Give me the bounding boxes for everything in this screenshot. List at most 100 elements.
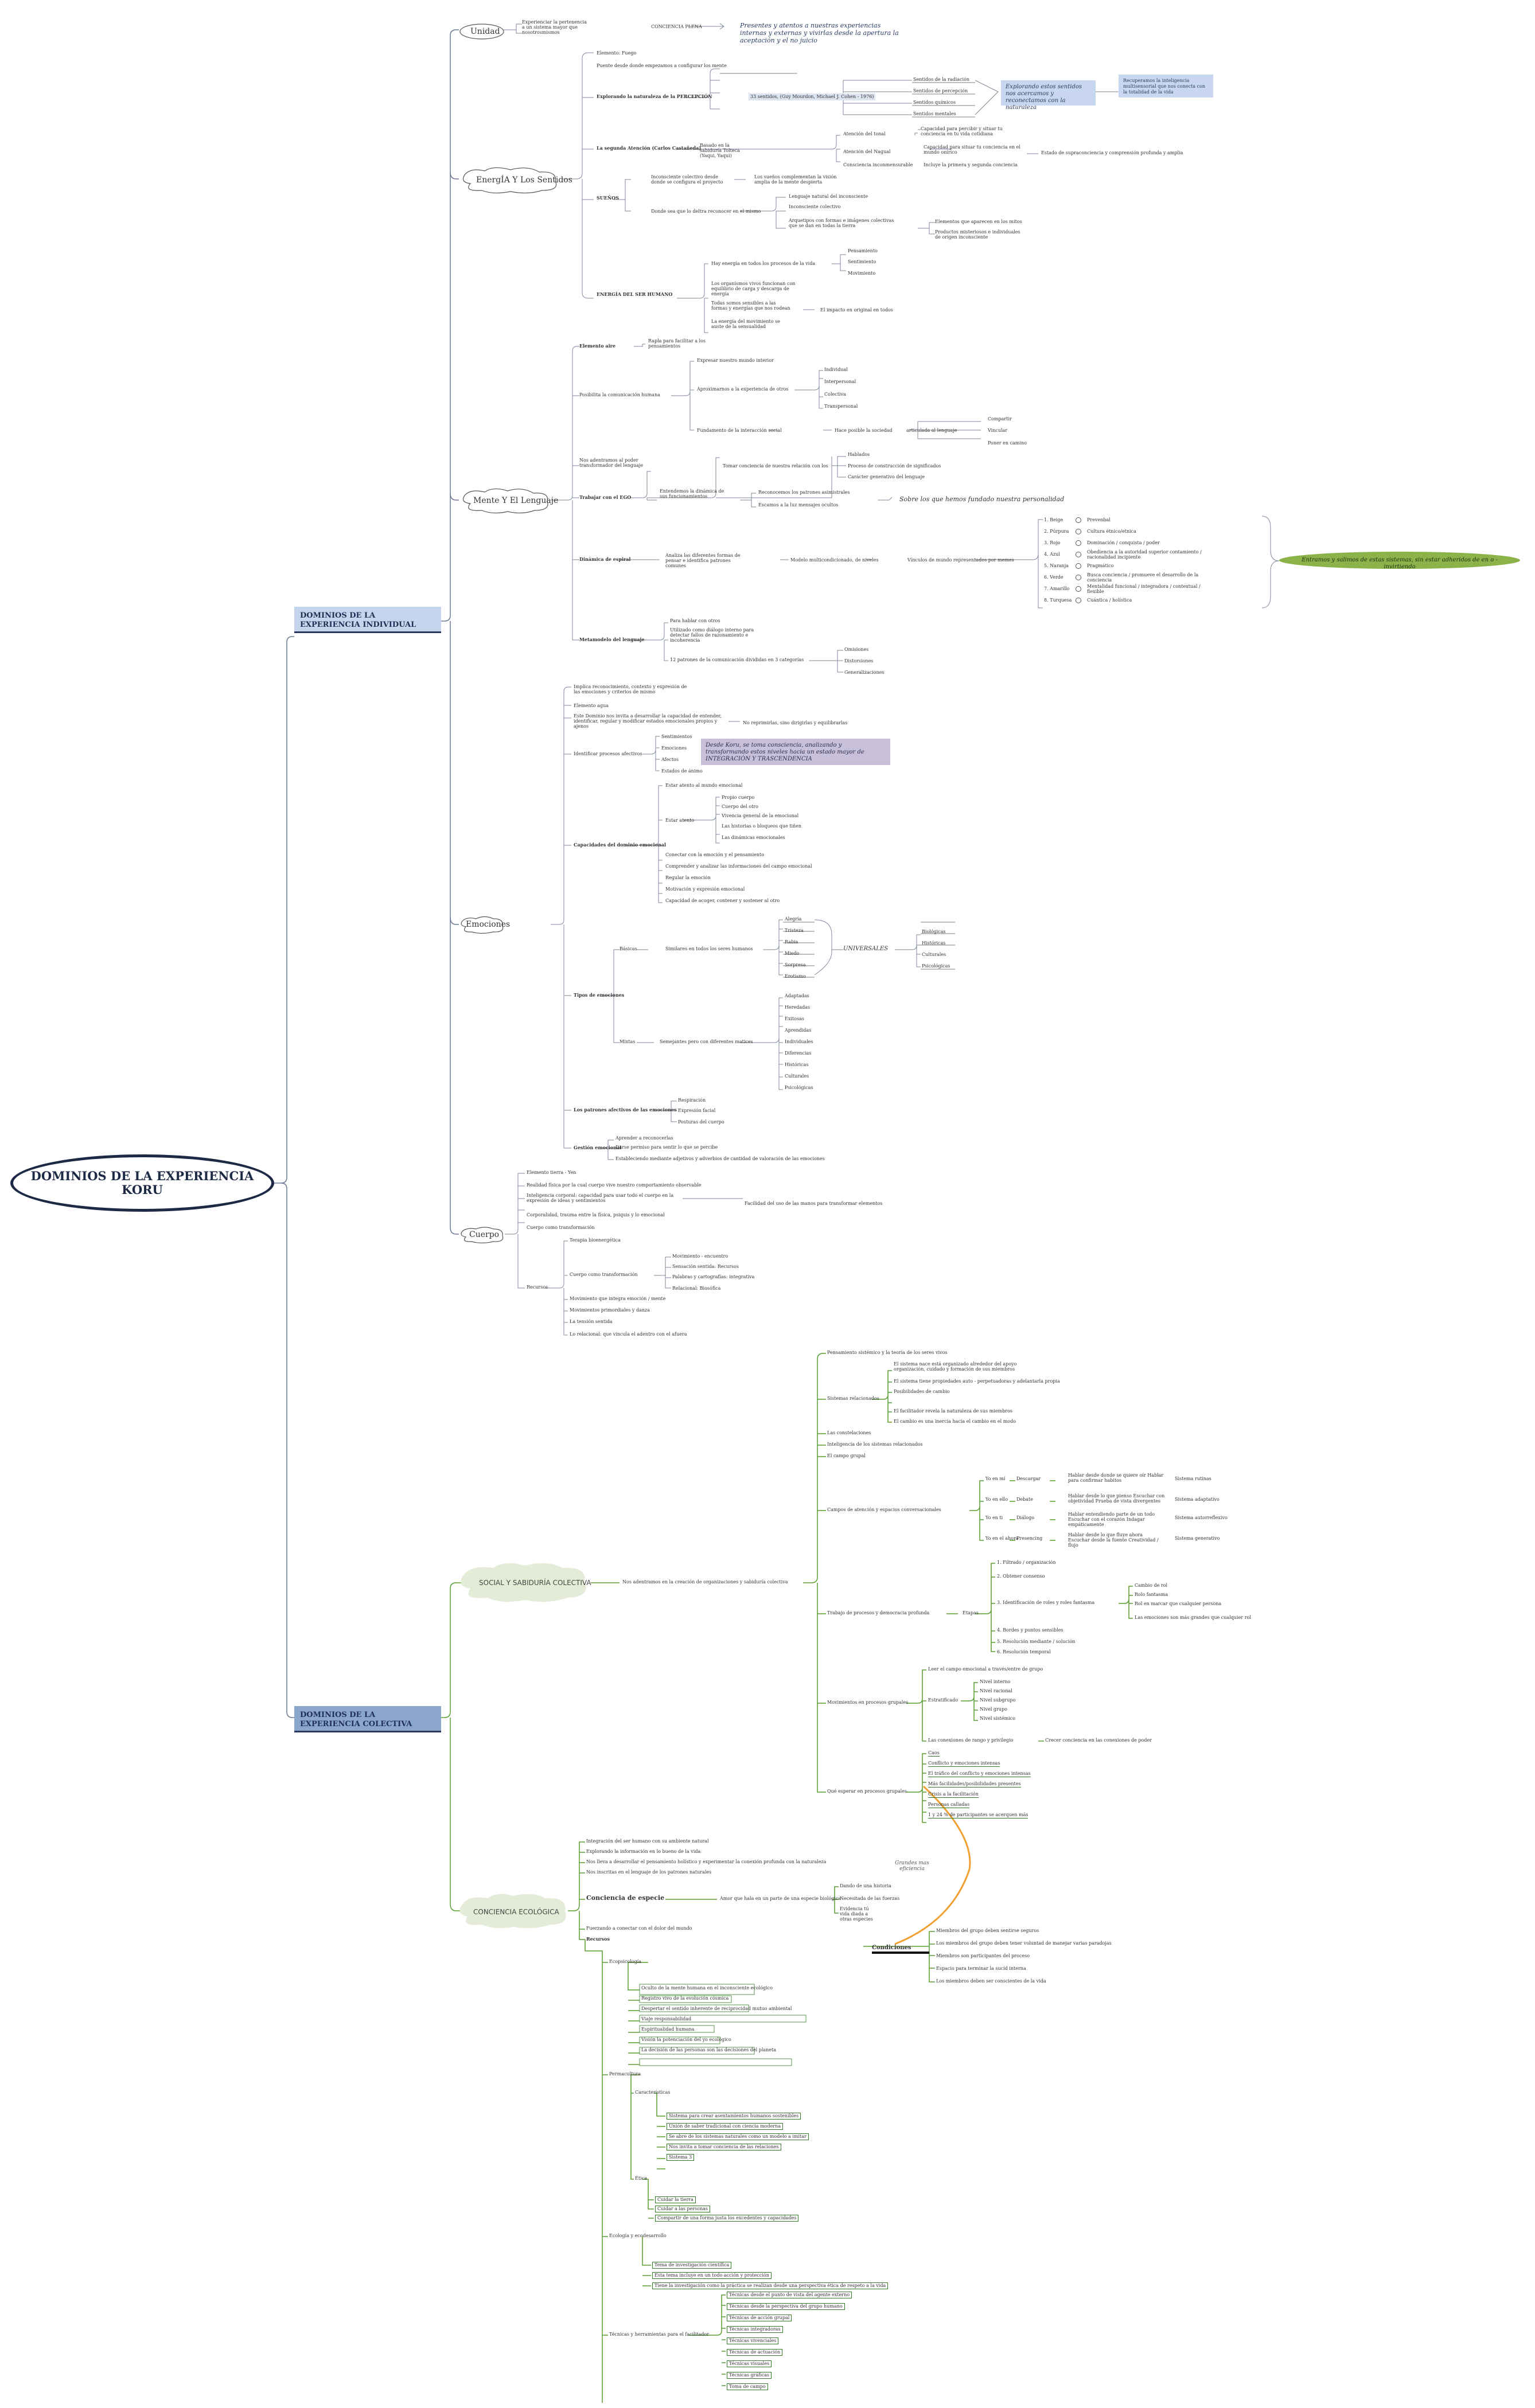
- mente-meta3b[interactable]: Distorsiones: [844, 658, 874, 664]
- emo-proc4[interactable]: Estados de ánimo: [661, 768, 703, 774]
- ecologia-item[interactable]: Esta tema incluye en un todo acción y pr…: [652, 2272, 772, 2279]
- expectation-item[interactable]: 1 y 24 % de participantes se acerquen má…: [928, 1812, 1028, 1818]
- ecopsicologia-item[interactable]: Oculto de la mente humana en el inconsci…: [641, 1985, 773, 1991]
- spiral-level-desc[interactable]: Mentalidad funcional / integradora / con…: [1087, 584, 1201, 594]
- tecnica-item[interactable]: Técnicas vivenciales: [727, 2337, 779, 2344]
- eco-ecopsicologia[interactable]: Ecopsicología: [609, 1959, 642, 1964]
- social-n2[interactable]: Las constelaciones: [827, 1430, 871, 1435]
- campo-cell[interactable]: Descargar: [1016, 1476, 1041, 1481]
- cuerpo-r2a[interactable]: Movimiento - encuentro: [672, 1254, 728, 1259]
- campo-cell[interactable]: Sistema adaptativo: [1175, 1497, 1220, 1502]
- eco-condiciones[interactable]: Condiciones: [872, 1945, 911, 1951]
- tecnica-item[interactable]: Técnicas gráficas: [727, 2372, 772, 2379]
- cuerpo-r1[interactable]: Terapia bioenergética: [570, 1238, 621, 1243]
- social-esp[interactable]: Qué esperar en procesos grupales: [827, 1789, 907, 1794]
- emo-cap4[interactable]: Comprender y analizar las informaciones …: [665, 864, 812, 869]
- condition-item[interactable]: Miembros son participantes del proceso: [936, 1953, 1030, 1958]
- mente-ego1c[interactable]: Carácter generativo del lenguaje: [848, 474, 925, 479]
- emo-pat1[interactable]: Respiración: [678, 1098, 706, 1103]
- eco-esp1[interactable]: Dando de una historia: [840, 1883, 891, 1888]
- eco-e4[interactable]: Nos inscritas en el lenguaje de los patr…: [586, 1870, 712, 1875]
- campo-cell[interactable]: Hablar desde donde se quiere oír Hablar …: [1068, 1473, 1164, 1483]
- social-proc[interactable]: Trabajo de procesos y democracia profund…: [827, 1610, 930, 1615]
- mente-com3b[interactable]: Hace posible la sociedad: [835, 428, 893, 433]
- mente-ego2a[interactable]: Reconocemos los patrones asimistrales: [758, 490, 850, 495]
- stratified-level[interactable]: Nivel racional: [980, 1688, 1012, 1693]
- mente-esp1[interactable]: Analiza las diferentes formas de pensar …: [665, 553, 741, 568]
- social-n4[interactable]: El campo grupal: [827, 1453, 866, 1458]
- spiral-level-desc[interactable]: Dominación / conquista / poder: [1087, 540, 1160, 545]
- energia-en4[interactable]: La energía del movimiento se auste de la…: [711, 319, 780, 329]
- expectation-item[interactable]: El tráfico del conflicto y emociones int…: [928, 1771, 1031, 1777]
- cloud-mente[interactable]: [459, 487, 551, 514]
- condition-item[interactable]: Miembros del grupo deben sentirse seguro…: [936, 1928, 1039, 1933]
- energia-s3[interactable]: Sentidos químicos: [913, 100, 956, 105]
- eco-caracteristicas[interactable]: Características: [635, 2090, 671, 2095]
- energia-at3[interactable]: Consciencia inconmensurable: [843, 162, 913, 167]
- emo-proc3[interactable]: Afectos: [661, 757, 679, 762]
- stratified-level[interactable]: Nivel interno: [980, 1679, 1011, 1684]
- emo-basic-b[interactable]: Similares en todos los seres humanos: [665, 946, 753, 951]
- mixed-emotion[interactable]: Diferencias: [785, 1051, 812, 1056]
- eco-especie-b[interactable]: Amor que hala en un parte de una especie…: [720, 1896, 841, 1901]
- social-n3[interactable]: Inteligencia de los sistemas relacionado…: [827, 1442, 923, 1447]
- emo-e3[interactable]: Este Dominio nos invita a desarrollar la…: [574, 713, 722, 729]
- mixed-emotion[interactable]: Culturales: [785, 1074, 809, 1079]
- spiral-level-desc[interactable]: Prevenbal: [1087, 517, 1111, 522]
- root-node[interactable]: DOMINIOS DE LA EXPERIENCIA KORU: [10, 1154, 274, 1212]
- cloud-unidad[interactable]: [459, 23, 505, 40]
- cuerpo-r6[interactable]: Lo relacional: que vincula el adentro co…: [570, 1332, 687, 1337]
- energia-at2b[interactable]: Capacidad para situar tu conciencia en e…: [924, 145, 1020, 155]
- campo-cell[interactable]: Debate: [1016, 1497, 1033, 1502]
- emo-tipos[interactable]: Tipos de emociones: [574, 992, 625, 998]
- spiral-level-desc[interactable]: Cuántica / holística: [1087, 598, 1132, 603]
- social-estrat[interactable]: Estratificado: [928, 1697, 959, 1703]
- mente-com3f[interactable]: Poner en camino: [988, 440, 1027, 446]
- eco-tecnicas[interactable]: Técnicas y herramientas para el facilita…: [609, 2332, 710, 2337]
- social-sist1[interactable]: El sistema nace está organizado alrededo…: [894, 1361, 1017, 1372]
- emo-gest2[interactable]: Darse permiso para sentir lo que se perc…: [615, 1145, 718, 1150]
- mente-meta3c[interactable]: Generalizaciones: [844, 670, 885, 675]
- cuerpo-c3b[interactable]: Facilidad del uso de las manos para tran…: [745, 1201, 883, 1206]
- social-et3c[interactable]: Rol en marcar que cualquier persona: [1135, 1601, 1222, 1606]
- spiral-level-name[interactable]: 1. Beige: [1044, 517, 1063, 522]
- energia-e2[interactable]: Puente desde donde empezamos a configura…: [597, 63, 727, 68]
- campo-cell[interactable]: Yo en ello: [985, 1497, 1008, 1502]
- eco-esp3[interactable]: Evidencia tú vida diada a otras especies: [840, 1906, 873, 1922]
- emo-e2[interactable]: Elemento agua: [574, 703, 609, 708]
- ecopsicologia-item[interactable]: Despertar el sentido inherente de recipr…: [641, 2006, 792, 2011]
- energia-s1[interactable]: Sentidos de la radiación: [913, 77, 970, 82]
- expectation-item[interactable]: Más facilidades/posibilidades presentes: [928, 1781, 1021, 1788]
- mixed-emotion[interactable]: Aprendidas: [785, 1028, 812, 1033]
- cuerpo-r5[interactable]: La tensión sentida: [570, 1319, 613, 1324]
- emo-cap2b[interactable]: Cuerpo del otro: [722, 804, 758, 809]
- social-etapas[interactable]: Etapas: [963, 1610, 979, 1615]
- expectation-item[interactable]: Caos: [928, 1750, 940, 1757]
- cloud-cuerpo[interactable]: [459, 1226, 505, 1243]
- social-mov1[interactable]: Leer el campo emocional a través/entre d…: [928, 1667, 1043, 1672]
- mente-com2a[interactable]: Individual: [824, 367, 848, 372]
- mente-ego1b[interactable]: Proceso de construcción de significados: [848, 463, 941, 469]
- campo-cell[interactable]: Sistema autorreflexivo: [1175, 1515, 1228, 1520]
- emo-mixtas-b[interactable]: Semejantes pero con diferentes matices: [660, 1039, 753, 1044]
- cuerpo-r2d[interactable]: Relacional: Biosófica: [672, 1286, 721, 1291]
- energia-sue2[interactable]: Donde sea que lo deltra reconocer en el …: [651, 209, 761, 214]
- eco-e3[interactable]: Nos lleva a desarrollar el pensamiento h…: [586, 1859, 827, 1864]
- eco-especie[interactable]: Conciencia de especie: [586, 1894, 665, 1902]
- mixed-emotion[interactable]: Individuales: [785, 1039, 813, 1044]
- energia-sentidos[interactable]: 33 sentidos, (Guy Mourdon, Michael J. Co…: [749, 93, 876, 100]
- ecopsicologia-item[interactable]: Registro vivo de la evolución cósmica: [641, 1996, 729, 2001]
- energia-en1b[interactable]: Sentimiento: [848, 259, 876, 264]
- social-et5[interactable]: 5. Resolución mediante / solución: [997, 1639, 1076, 1644]
- etica-item[interactable]: Compartir de una forma justa los exceden…: [655, 2215, 799, 2222]
- header-colectiva[interactable]: DOMINIOS DE LA EXPERIENCIA COLECTIVA: [294, 1706, 441, 1732]
- energia-en1[interactable]: Hay energía en todos los procesos de la …: [711, 261, 816, 266]
- energia-title[interactable]: ENERGÍA DEL SER HUMANO: [597, 291, 673, 297]
- social-et3[interactable]: 3. Identificación de roles y roles fanta…: [997, 1600, 1095, 1605]
- caracteristica-item[interactable]: Sistema 3: [667, 2154, 695, 2161]
- social-sist[interactable]: Sistemas relacionados: [827, 1396, 879, 1401]
- eco-e2[interactable]: Explorando la información en lo bueno de…: [586, 1849, 701, 1854]
- mente-ego[interactable]: Trabajar con el EGO: [579, 494, 632, 500]
- cuerpo-c5[interactable]: Cuerpo como transformación: [527, 1225, 595, 1230]
- cloud-ecologica[interactable]: [456, 1891, 571, 1931]
